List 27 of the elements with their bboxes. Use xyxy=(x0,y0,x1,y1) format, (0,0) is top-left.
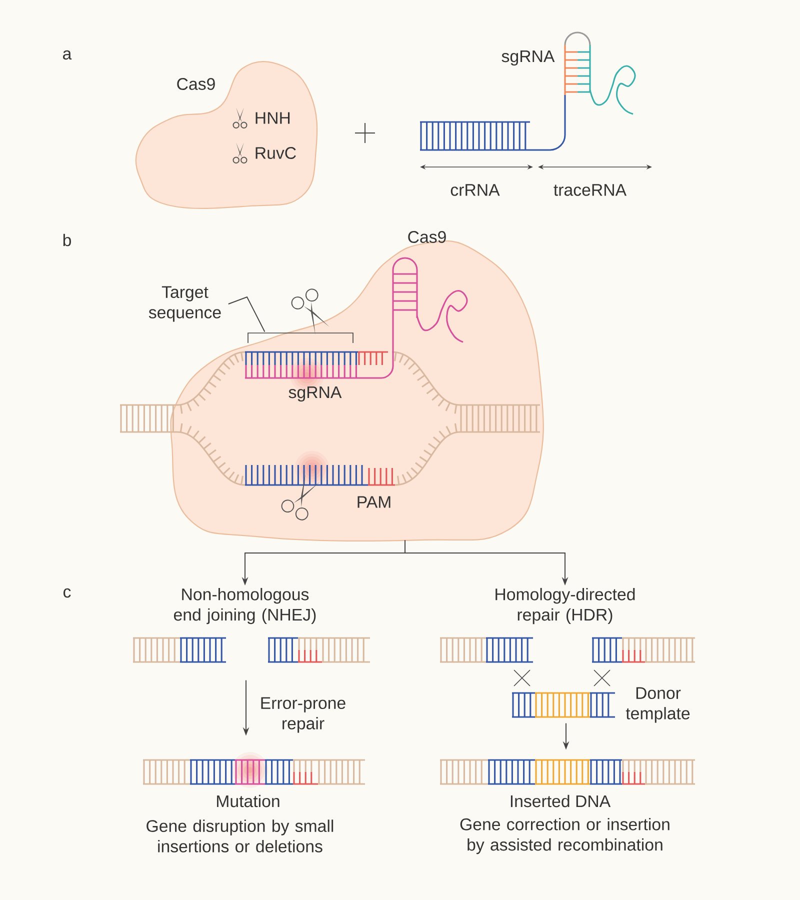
section-letter: a xyxy=(63,50,72,60)
dna-drawing xyxy=(439,759,696,785)
section-letter: b xyxy=(63,234,71,246)
target-label: Target sequence xyxy=(148,286,221,322)
region-label: traceRNA xyxy=(554,184,627,196)
rna-label: sgRNA xyxy=(502,50,555,66)
caption-text: Gene correction or insertion by assisted recombination xyxy=(460,818,670,854)
edge-label: Error-prone repair xyxy=(254,695,352,735)
protein-label: Cas9 xyxy=(177,78,215,90)
heading: Homology-directed repair (HDR) xyxy=(496,588,635,624)
rna-label: sgRNA xyxy=(288,386,342,402)
protein-label: Cas9 xyxy=(408,231,446,243)
heading: Non-homologous end joining (NHEJ) xyxy=(174,588,316,624)
dna-drawing xyxy=(132,637,371,663)
dna-drawing xyxy=(439,637,696,663)
dna-label: Inserted DNA xyxy=(510,794,611,808)
caption-text: Gene disruption by small insertions or deletions xyxy=(146,820,334,852)
domain-label: RuvC xyxy=(256,147,296,159)
dna-label: Donor template xyxy=(626,687,690,723)
dna-label: PAM xyxy=(358,496,390,508)
domain-label: HNH xyxy=(256,112,290,124)
region-label: crRNA xyxy=(450,184,500,196)
dna-label: Mutation xyxy=(217,794,280,808)
section-letter: c xyxy=(64,588,71,598)
dna-drawing xyxy=(511,692,616,718)
dna-drawing xyxy=(142,759,366,785)
leader-line xyxy=(228,296,266,332)
